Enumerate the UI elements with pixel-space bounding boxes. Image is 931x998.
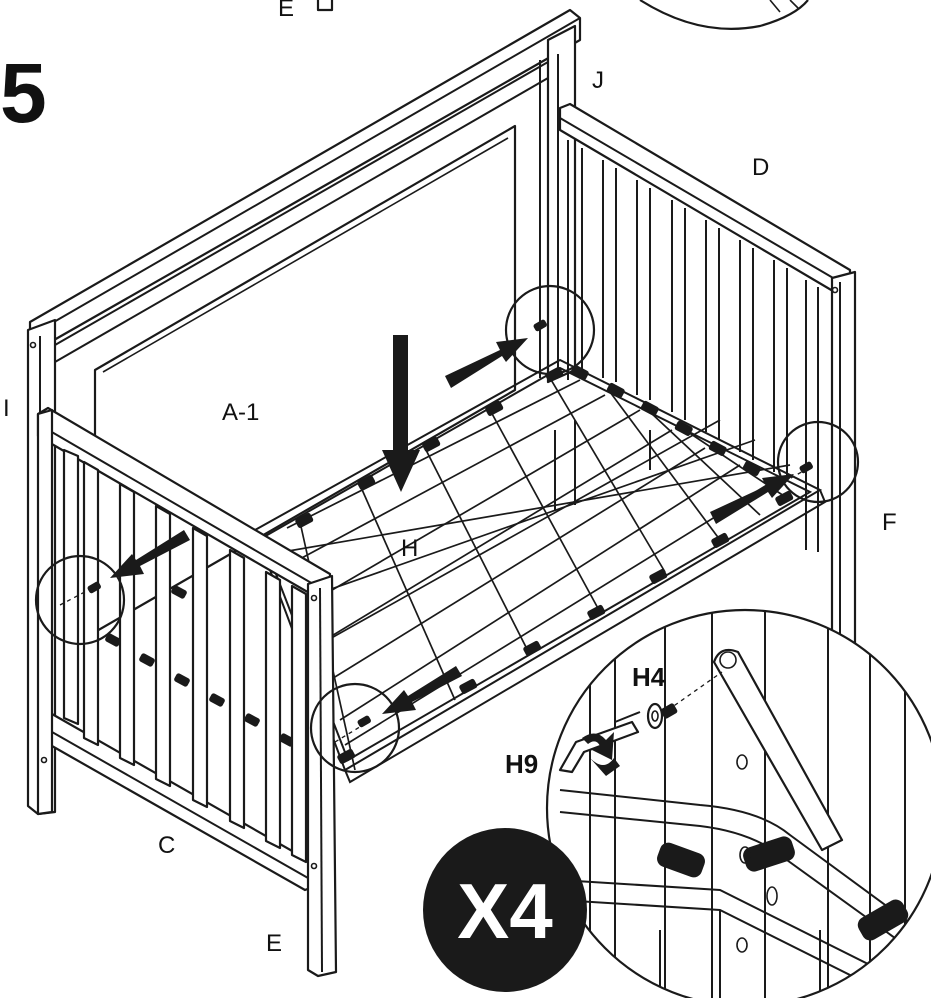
- quantity-badge: X4: [423, 828, 587, 992]
- label-hardware-h4: H4: [632, 662, 666, 692]
- bolt-arrow-front-right: [382, 666, 462, 714]
- hex-key-h9: [558, 711, 641, 776]
- bolt-markers: [59, 319, 813, 743]
- previous-detail-circle-fragment: [639, 0, 809, 30]
- bolt-arrow-back-right: [710, 474, 794, 524]
- side-rail-c: [29, 341, 338, 978]
- detail-springs: [657, 836, 909, 941]
- label-part-h: H: [401, 535, 418, 562]
- bolt-arrow-front-left: [110, 530, 190, 578]
- bolt-h4: [646, 671, 723, 730]
- spring-clips: [105, 364, 794, 764]
- label-part-e-top: E: [278, 0, 294, 22]
- quantity-badge-text: X4: [457, 867, 552, 955]
- label-part-d: D: [752, 154, 769, 181]
- bolt-arrow-back-left: [445, 338, 528, 388]
- label-part-a1: A-1: [222, 399, 259, 426]
- attachment-point-circles: [34, 284, 860, 774]
- label-part-i: I: [3, 395, 10, 422]
- detail-zoom-circle: [545, 608, 931, 998]
- insert-frame-down-arrow: [382, 335, 420, 492]
- top-e-post-fragment: [316, 0, 334, 12]
- label-part-c: C: [158, 832, 175, 859]
- label-part-e-bottom: E: [266, 930, 282, 957]
- label-part-f: F: [882, 509, 897, 536]
- side-rail-d-slats: [567, 140, 819, 552]
- step-number: 5: [0, 46, 47, 140]
- side-rail-d: [558, 102, 857, 654]
- label-part-j: J: [592, 67, 604, 94]
- side-rail-c-slats: [62, 448, 308, 864]
- label-hardware-h9: H9: [505, 749, 538, 779]
